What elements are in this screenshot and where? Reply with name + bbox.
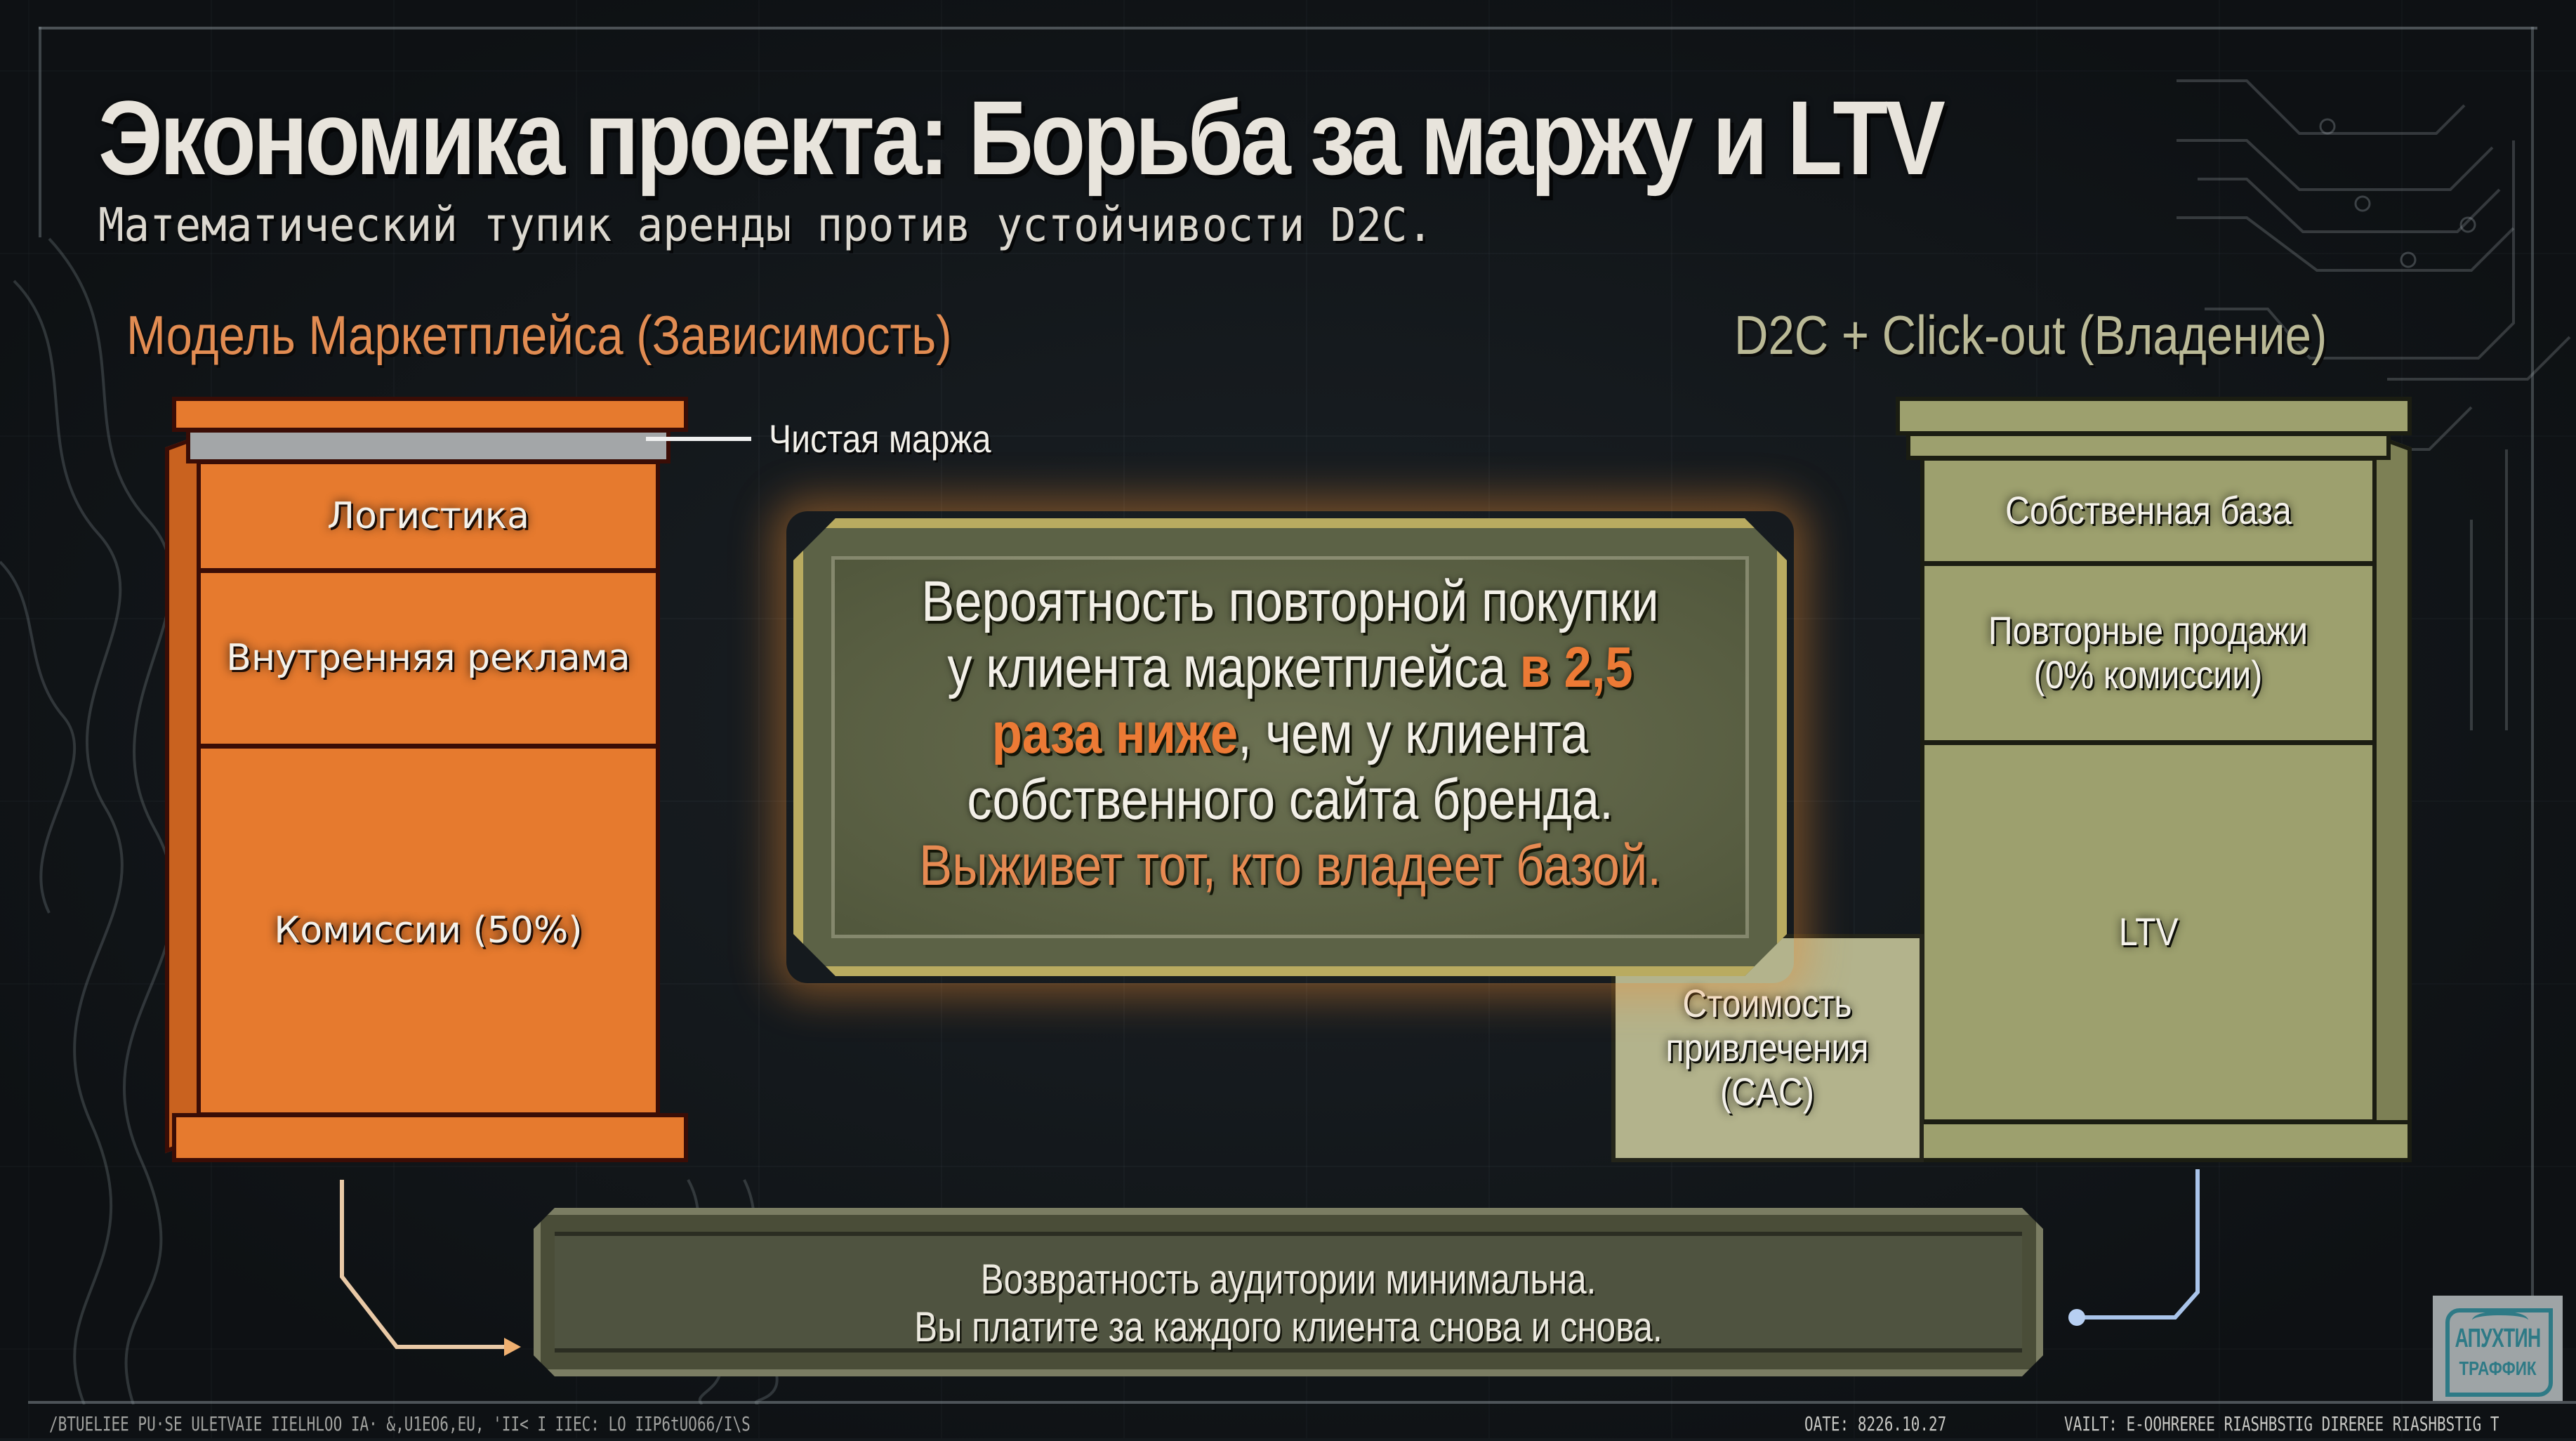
layer-own-base-label: Собственная база <box>2005 488 2292 533</box>
layer-internal-ads: Внутренняя реклама <box>197 569 660 748</box>
audience-return-banner: Возвратность аудитории минимальна. Вы пл… <box>534 1208 2043 1376</box>
frame-border-top <box>39 27 2537 29</box>
brand-logo: АПУХТИН ТРАФФИК <box>2433 1296 2563 1401</box>
callout-highlight-ratio: в 2,5 <box>1519 636 1633 699</box>
pillar-top-cap-lower <box>1906 432 2391 460</box>
layer-commissions: Комиссии (50%) <box>197 744 660 1117</box>
frame-border-right <box>2531 27 2534 1375</box>
logo-arc-icon <box>2472 1311 2528 1329</box>
callout-line-3-text: , чем у клиента <box>1238 702 1589 765</box>
layer-repeat-sales: Повторные продажи (0% комиссии) <box>1920 562 2377 744</box>
footer-status-strip: /BTUELIEE PU·SE ULETVAIE IIELHLOO IA· &,… <box>28 1401 2576 1441</box>
banner-inner-panel <box>555 1232 2022 1353</box>
callout-inner-panel <box>831 556 1749 938</box>
callout-line-4: собственного сайта бренда. <box>967 768 1613 831</box>
frame-border-left <box>39 27 41 237</box>
layer-ltv-label: LTV <box>2118 909 2179 954</box>
connector-dot-icon <box>2068 1309 2085 1326</box>
d2c-pillar: Собственная база Повторные продажи (0% к… <box>1896 397 2412 1162</box>
callout-highlight-lower: раза ниже <box>991 702 1239 765</box>
slide-title: Экономика проекта: Борьба за маржу и LTV <box>98 79 1946 197</box>
marketplace-model-heading: Модель Маркетплейса (Зависимость) <box>126 304 952 366</box>
banner-line-2: Вы платите за каждого клиента снова и сн… <box>914 1303 1663 1350</box>
marketplace-pillar: Логистика Внутренняя реклама Комиссии (5… <box>165 397 688 1162</box>
callout-line-1: Вероятность повторной покупки <box>921 570 1659 633</box>
logo-frame-icon <box>2445 1308 2553 1397</box>
callout-line-2-text: у клиента маркетплейса <box>947 636 1520 699</box>
footer-date: OATE: 8226.10.27 <box>1804 1412 1947 1435</box>
banner-text: Возвратность аудитории минимальна. Вы пл… <box>675 1256 1902 1351</box>
net-margin-label: Чистая маржа <box>769 416 991 461</box>
callout-line-3: раза ниже, чем у клиента <box>871 701 1709 767</box>
callout-line-2: у клиента маркетплейса в 2,5 <box>871 635 1709 701</box>
pillar-top-cap <box>172 397 688 432</box>
banner-line-1: Возвратность аудитории минимальна. <box>980 1256 1597 1303</box>
slide-subtitle: Математический тупик аренды против устой… <box>98 198 1433 252</box>
layer-logistics: Логистика <box>197 460 660 572</box>
callout-conclusion: Выживет тот, кто владеет базой. <box>919 834 1661 897</box>
footer-vault-text: VAILT: E-OOHREREE RIASHBSTIG DIREREE RIA… <box>2064 1412 2499 1435</box>
layer-commissions-label: Комиссии (50%) <box>274 909 583 952</box>
pillar-base <box>172 1113 688 1162</box>
d2c-model-heading: D2C + Click-out (Владение) <box>1734 304 2327 366</box>
layer-logistics-label: Логистика <box>327 494 529 537</box>
callout-text: Вероятность повторной покупки у клиента … <box>871 569 1709 899</box>
net-margin-pointer <box>646 437 751 441</box>
footer-code-text: /BTUELIEE PU·SE ULETVAIE IIELHLOO IA· &,… <box>49 1412 751 1435</box>
layer-ltv: LTV <box>1920 741 2377 1124</box>
pillar-base <box>1896 1120 2412 1162</box>
repeat-purchase-callout: Вероятность повторной покупки у клиента … <box>793 518 1787 976</box>
pillar-top-cap <box>1896 397 2412 435</box>
cac-block-label: Стоимость привлечения (CAC) <box>1666 981 1869 1114</box>
net-margin-layer <box>186 428 671 463</box>
layer-internal-ads-label: Внутренняя реклама <box>226 637 630 680</box>
arrow-right-icon <box>504 1338 521 1356</box>
layer-own-base: Собственная база <box>1920 456 2377 565</box>
logo-line-2: ТРАФФИК <box>2459 1357 2537 1379</box>
layer-repeat-sales-label: Повторные продажи (0% комиссии) <box>1988 608 2309 697</box>
logo-line-1: АПУХТИН <box>2455 1324 2542 1353</box>
